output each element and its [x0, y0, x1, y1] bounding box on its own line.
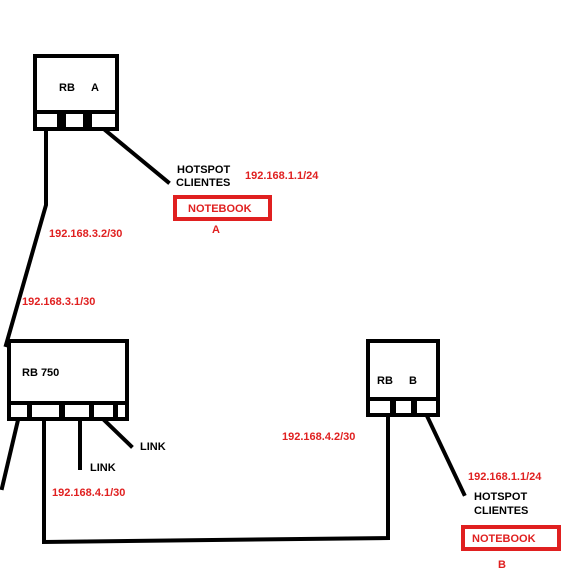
ip-rb-750-to-b: 192.168.4.1/30	[52, 487, 125, 499]
hotspot-a-ip: 192.168.1.1/24	[245, 170, 319, 182]
router-rb-b-id: B	[409, 375, 417, 387]
port-divider	[411, 399, 417, 415]
ip-rb-a-wan: 192.168.3.2/30	[49, 228, 122, 240]
cables	[0, 127, 467, 545]
router-rb-750-port-bar	[7, 401, 129, 421]
router-rb-b-ports	[390, 399, 417, 415]
cable-rb-a-to-rb-750	[3, 128, 48, 348]
notebook-a: NOTEBOOK A	[173, 195, 272, 236]
notebook-b: NOTEBOOK B	[461, 525, 561, 571]
router-rb-b-body	[366, 339, 440, 401]
router-rb-b-name: RB	[377, 375, 393, 387]
hotspot-b-line1: HOTSPOT	[474, 491, 527, 503]
router-rb-b: RB B	[366, 339, 440, 417]
hotspot-a-line2: CLIENTES	[176, 177, 230, 189]
router-rb-750-label: RB 750	[22, 367, 59, 379]
cable-rb-750-link-2	[101, 417, 134, 449]
hotspot-b-ip: 192.168.1.1/24	[468, 471, 542, 483]
router-rb-750-body	[7, 339, 129, 405]
port-divider	[27, 403, 32, 419]
cable-rb-b-to-hotspot-b	[424, 413, 467, 497]
router-rb-a-id: A	[91, 82, 99, 94]
notebook-a-label: NOTEBOOK	[188, 203, 252, 215]
router-rb-750: RB 750	[7, 339, 129, 421]
hotspot-a: HOTSPOT CLIENTES 192.168.1.1/24	[176, 164, 319, 189]
router-rb-a-ports	[57, 112, 92, 129]
router-rb-a: RB A	[33, 54, 119, 131]
router-rb-b-port-bar	[366, 397, 440, 417]
hotspot-a-line1: HOTSPOT	[177, 164, 230, 176]
hotspot-b-line2: CLIENTES	[474, 505, 528, 517]
notebook-a-box	[173, 195, 272, 221]
port-divider	[89, 403, 94, 419]
notebook-a-caption: A	[212, 224, 220, 236]
router-rb-a-body	[33, 54, 119, 114]
router-rb-a-port-bar	[33, 110, 119, 131]
router-rb-750-ports	[27, 403, 118, 419]
notebook-b-caption: B	[498, 559, 506, 571]
notebook-b-box	[461, 525, 561, 551]
port-divider	[83, 112, 92, 129]
port-divider	[59, 403, 65, 419]
port-divider	[57, 112, 66, 129]
cable-rb-a-to-hotspot-a	[102, 127, 171, 185]
notebook-b-label: NOTEBOOK	[472, 533, 536, 545]
cable-rb-750-to-rb-b	[42, 414, 390, 545]
port-divider	[390, 399, 396, 415]
link-label-1: LINK	[140, 441, 166, 453]
cable-rb-750-left-drop	[0, 417, 21, 491]
link-label-2: LINK	[90, 462, 116, 474]
hotspot-b: 192.168.1.1/24 HOTSPOT CLIENTES	[468, 471, 542, 517]
ip-rb-750-to-a: 192.168.3.1/30	[22, 296, 95, 308]
router-rb-a-name: RB	[59, 82, 75, 94]
port-divider	[113, 403, 118, 419]
ip-rb-b-wan: 192.168.4.2/30	[282, 431, 355, 443]
